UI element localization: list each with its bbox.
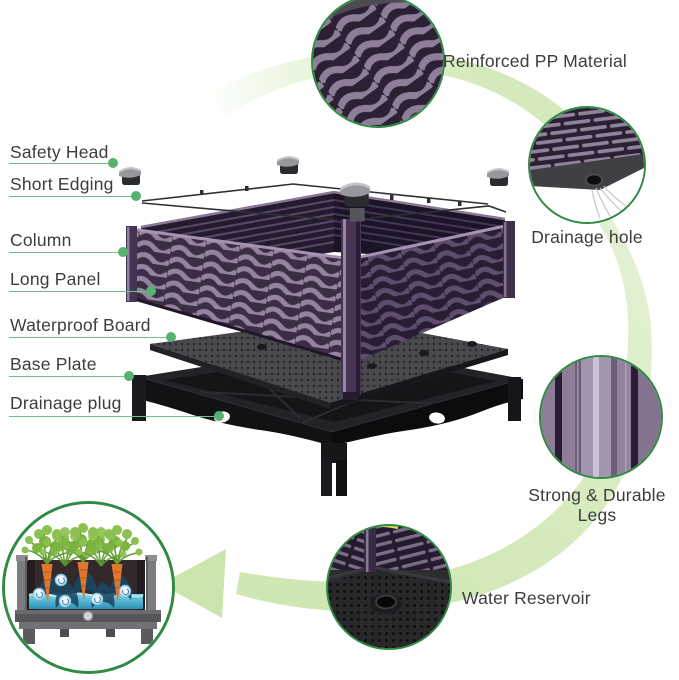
feature-label-strong-legs: Strong & Durable Legs xyxy=(528,485,666,525)
part-label-long-panel: Long Panel xyxy=(10,269,101,289)
leader-line-drainage-plug xyxy=(9,411,224,421)
feature-label-water-reservoir: Water Reservoir xyxy=(462,588,591,608)
wicker-texture-closeup-icon xyxy=(313,0,443,126)
leader-dot xyxy=(166,332,176,342)
safety-head-cap xyxy=(487,168,509,186)
green-swoosh xyxy=(161,50,652,618)
inset-circle-planter-cutaway xyxy=(2,501,175,674)
safety-head-cap xyxy=(119,167,141,185)
leader-line-waterproof-board xyxy=(9,332,176,342)
leader-dot xyxy=(131,191,141,201)
drainage-hole-closeup-icon xyxy=(530,108,644,222)
feature-label-reinforced-pp: Reinforced PP Material xyxy=(443,51,628,71)
leader-dot xyxy=(146,286,156,296)
water-drips xyxy=(591,185,627,219)
part-label-short-edging: Short Edging xyxy=(10,174,114,194)
leader-line-safety-head xyxy=(9,158,118,168)
leader-dot xyxy=(214,411,224,421)
safety-head-cap-large xyxy=(340,182,371,222)
short-edging-frame xyxy=(141,183,507,221)
leader-line-short-edging xyxy=(9,191,141,201)
safety-head-cap xyxy=(277,156,299,174)
planter-box-part xyxy=(126,190,515,400)
callout-circle-drainage-hole xyxy=(528,106,646,224)
part-label-drainage-plug: Drainage plug xyxy=(10,393,122,413)
callout-circle-water-reservoir xyxy=(326,524,452,650)
column-post-left xyxy=(126,226,137,302)
leader-dot xyxy=(124,371,134,381)
leader-dot xyxy=(118,247,128,257)
part-label-safety-head: Safety Head xyxy=(10,142,109,162)
drain-knob xyxy=(82,610,94,622)
swoosh-arrowhead xyxy=(161,549,226,618)
safety-head-caps xyxy=(119,156,509,222)
leg-column-closeup-icon xyxy=(541,357,661,477)
leader-dot xyxy=(108,158,118,168)
feature-label-drainage-hole: Drainage hole xyxy=(531,227,643,247)
leader-line-base-plate xyxy=(9,371,134,381)
reservoir-interior-closeup-icon xyxy=(328,526,450,648)
leader-line-long-panel xyxy=(9,286,156,296)
leader-line-column xyxy=(9,247,128,257)
callout-circle-reinforced-pp xyxy=(311,0,445,128)
part-label-waterproof-board: Waterproof Board xyxy=(10,315,151,335)
base-drainage-hole-right xyxy=(429,412,445,424)
part-label-base-plate: Base Plate xyxy=(10,354,97,374)
planter-frame xyxy=(15,555,161,644)
waterproof-board-part xyxy=(150,318,508,409)
callout-circle-strong-legs xyxy=(539,355,663,479)
planter-cutaway-icon xyxy=(5,504,172,671)
long-panel-face xyxy=(131,229,351,364)
part-label-column: Column xyxy=(10,230,72,250)
